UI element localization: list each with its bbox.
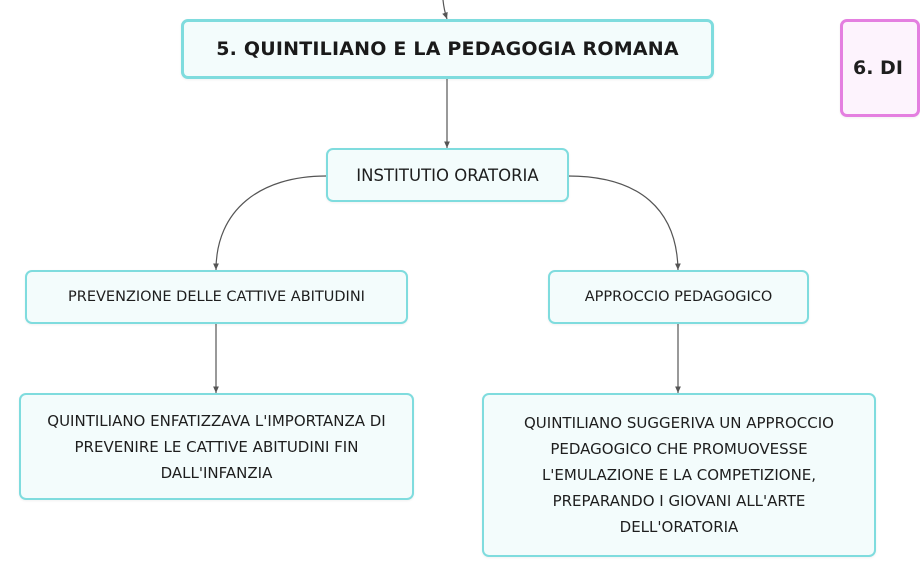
connectors (213, 0, 681, 393)
left-detail-node[interactable]: QUINTILIANO ENFATIZZAVA L'IMPORTANZA DI … (19, 393, 414, 500)
connector-from-parent (442, 0, 448, 20)
right-branch-node[interactable]: APPROCCIO PEDAGOGICO (548, 270, 809, 324)
left-branch-label: PREVENZIONE DELLE CATTIVE ABITUDINI (68, 289, 365, 305)
connector-central-to-left (213, 175, 327, 271)
main-topic-label: 5. QUINTILIANO E LA PEDAGOGIA ROMANA (216, 38, 679, 60)
connector-central-to-right (567, 175, 681, 271)
right-detail-node[interactable]: QUINTILIANO SUGGERIVA UN APPROCCIO PEDAG… (482, 393, 876, 557)
next-topic-node[interactable]: 6. DI (840, 19, 920, 117)
left-detail-text: QUINTILIANO ENFATIZZAVA L'IMPORTANZA DI … (47, 411, 386, 482)
left-branch-node[interactable]: PREVENZIONE DELLE CATTIVE ABITUDINI (25, 270, 408, 324)
right-branch-label: APPROCCIO PEDAGOGICO (584, 289, 773, 305)
central-node-label: INSTITUTIO ORATORIA (356, 165, 539, 185)
central-node[interactable]: INSTITUTIO ORATORIA (326, 148, 569, 202)
right-detail-text: QUINTILIANO SUGGERIVA UN APPROCCIO PEDAG… (524, 414, 834, 536)
next-topic-label: 6. DI (853, 57, 903, 79)
main-topic-node[interactable]: 5. QUINTILIANO E LA PEDAGOGIA ROMANA (181, 19, 714, 79)
